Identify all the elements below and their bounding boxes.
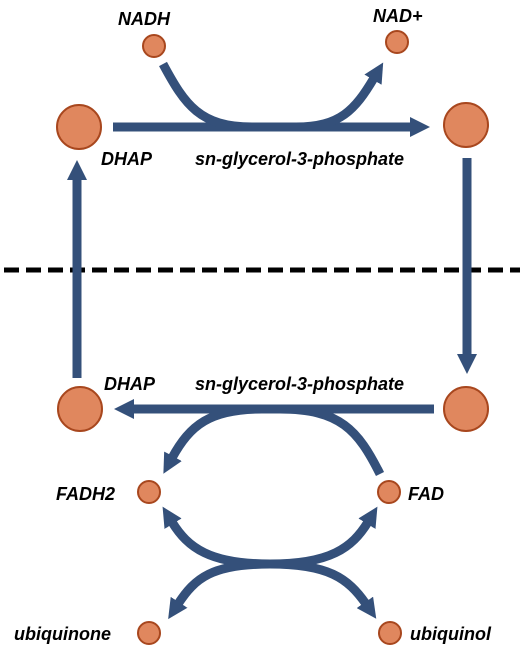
label-g3p-top: sn-glycerol-3-phosphate [195, 149, 404, 169]
label-fadh2: FADH2 [56, 484, 115, 504]
node-dhap-top [56, 104, 102, 150]
label-fad: FAD [408, 484, 444, 504]
node-g3p-bottom [443, 386, 489, 432]
arrow-fad-in [279, 404, 385, 477]
arrow-nadh-in [159, 61, 253, 132]
node-fadh2 [137, 480, 161, 504]
arrow-nad-out [295, 62, 384, 132]
node-dhap-bottom [57, 386, 103, 432]
node-nad-plus [385, 30, 409, 54]
node-ubiquinol [378, 621, 402, 645]
label-dhap-bottom: DHAP [104, 374, 156, 394]
label-g3p-bottom: sn-glycerol-3-phosphate [195, 374, 404, 394]
node-fad [377, 480, 401, 504]
arrow-center-to-ubiquinone [168, 559, 271, 620]
label-nad-plus: NAD+ [373, 6, 423, 26]
label-nadh: NADH [118, 9, 171, 29]
arrow-center-to-ubiquinol [269, 559, 377, 619]
node-g3p-top [443, 102, 489, 148]
arrow-fadh2-out [163, 404, 263, 474]
label-ubiquinol: ubiquinol [410, 624, 492, 644]
label-dhap-top: DHAP [101, 149, 153, 169]
arrow-center-to-fad [269, 506, 378, 569]
label-ubiquinone: ubiquinone [14, 624, 111, 644]
node-nadh [142, 34, 166, 58]
node-ubiquinone [137, 621, 161, 645]
arrow-center-to-fadh2 [162, 506, 271, 569]
